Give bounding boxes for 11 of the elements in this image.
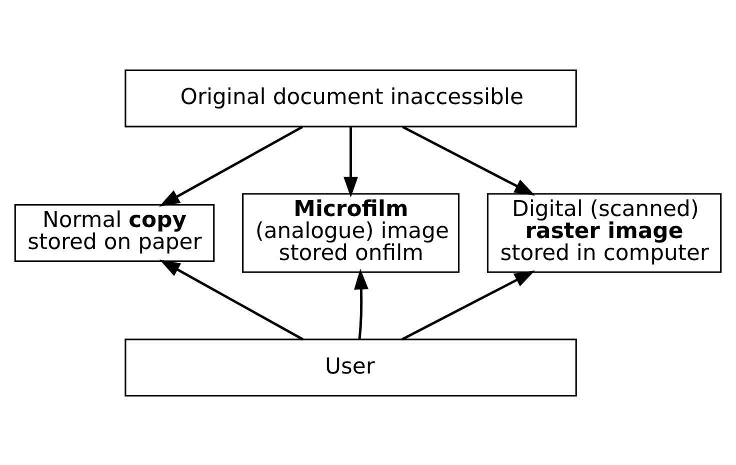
arrow (344, 126, 358, 198)
node-box: Digital (scanned) raster image stored in computer (486, 192, 722, 272)
arrow (354, 268, 368, 339)
arrow (160, 259, 304, 340)
arrow (402, 125, 536, 196)
arrow (159, 125, 304, 206)
node-box: Microfilm (analogue) image stored onfilm (242, 192, 460, 272)
node-box: Normal copy stored on paper (14, 204, 215, 262)
arrow (402, 270, 536, 340)
node-box: Original document inaccessible (124, 68, 577, 127)
node-box: User (124, 338, 577, 396)
